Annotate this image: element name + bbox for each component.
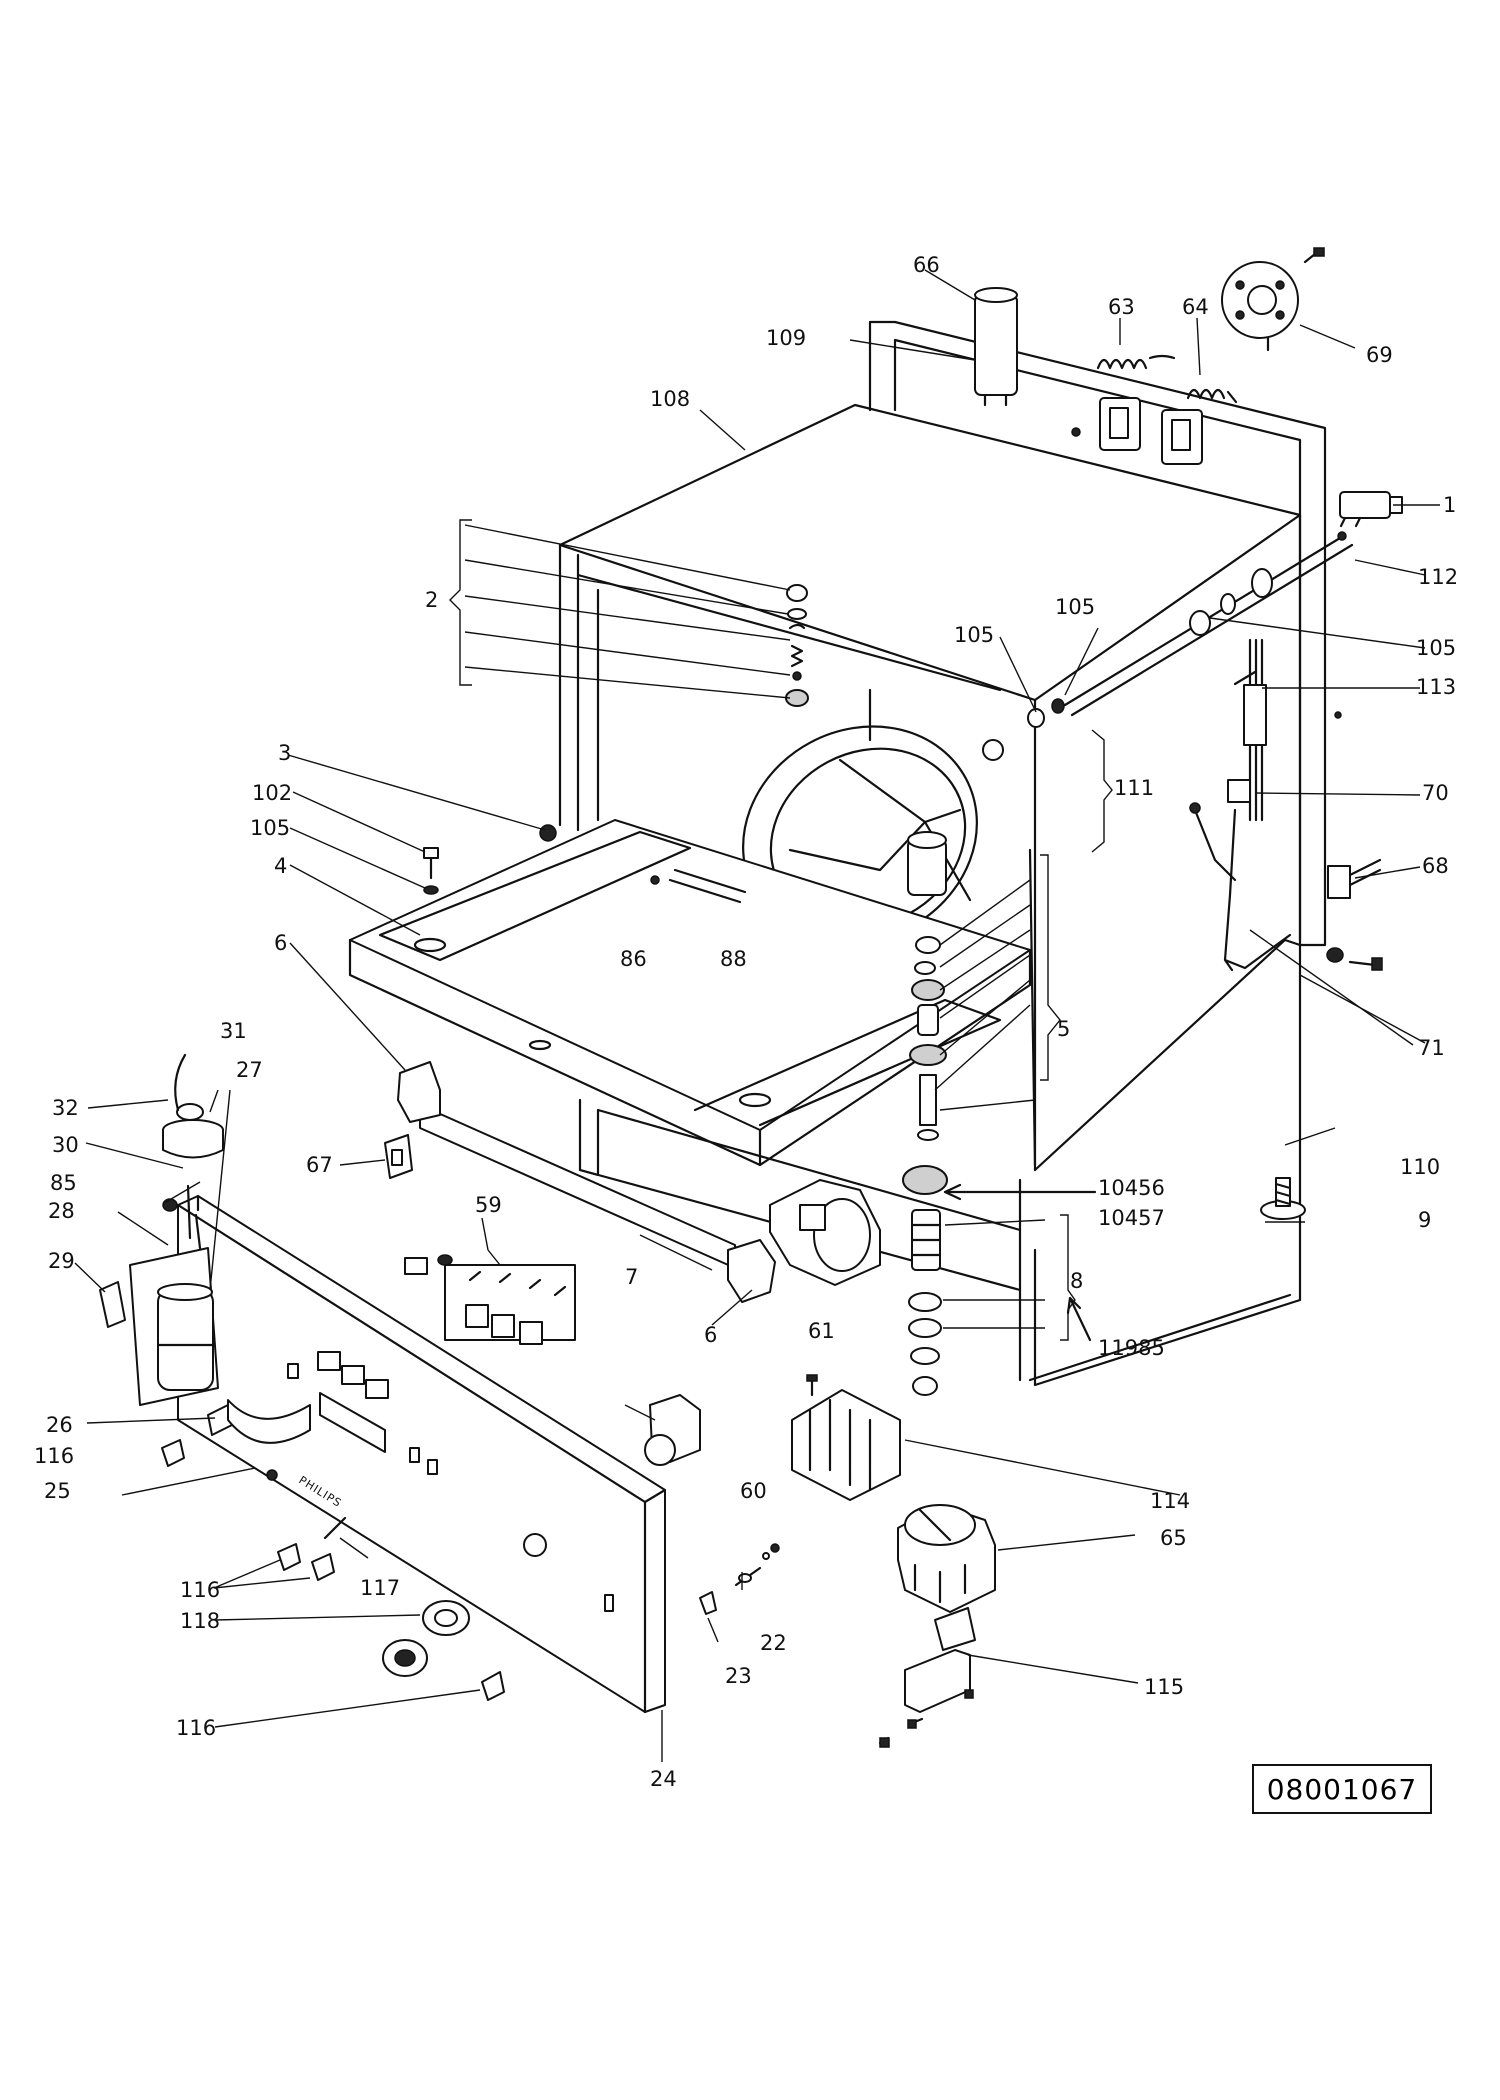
relay-block-59 bbox=[404, 1254, 576, 1345]
handle-bar-7 bbox=[397, 1061, 776, 1303]
label-10456: 10456 bbox=[1098, 1176, 1165, 1200]
label-105b: 105 bbox=[954, 623, 994, 647]
label-22: 22 bbox=[760, 1631, 787, 1655]
label-115: 115 bbox=[1144, 1675, 1184, 1699]
leader-lines bbox=[74, 269, 1440, 1762]
label-32: 32 bbox=[52, 1096, 79, 1120]
label-29: 29 bbox=[48, 1249, 75, 1273]
label-59: 59 bbox=[475, 1193, 502, 1217]
label-3: 3 bbox=[278, 741, 291, 765]
bracket-2 bbox=[449, 519, 472, 686]
label-31: 31 bbox=[220, 1019, 247, 1043]
bracket-115 bbox=[878, 1607, 976, 1748]
label-70: 70 bbox=[1422, 781, 1449, 805]
front-small-parts bbox=[161, 1399, 505, 1701]
label-1: 1 bbox=[1443, 493, 1456, 517]
label-112: 112 bbox=[1418, 565, 1458, 589]
label-6a: 6 bbox=[274, 931, 287, 955]
capacitor-66 bbox=[974, 287, 1018, 407]
label-65: 65 bbox=[1160, 1526, 1187, 1550]
drawing-reference-number: 08001067 bbox=[1252, 1764, 1432, 1814]
knob-118 bbox=[382, 1600, 470, 1677]
spring-63 bbox=[1096, 354, 1176, 370]
wiring-harness bbox=[1189, 638, 1383, 972]
label-9: 9 bbox=[1418, 1208, 1431, 1232]
label-116a: 116 bbox=[34, 1444, 74, 1468]
grommet-3 bbox=[539, 824, 557, 842]
arrow-10456 bbox=[943, 1183, 1097, 1201]
seal-stack-2 bbox=[785, 584, 809, 707]
label-105d: 105 bbox=[1416, 636, 1456, 660]
label-64: 64 bbox=[1182, 295, 1209, 319]
small-parts-22-23 bbox=[699, 1543, 780, 1615]
label-88: 88 bbox=[720, 947, 747, 971]
label-102: 102 bbox=[252, 781, 292, 805]
lower-tray bbox=[348, 819, 1032, 1167]
pump-parts-5 bbox=[909, 936, 947, 1141]
callout-labels: 1 2 3 4 5 6 6 7 8 9 22 23 24 25 26 27 28… bbox=[34, 253, 1458, 1791]
bracket-8 bbox=[1060, 1214, 1076, 1341]
label-8: 8 bbox=[1070, 1269, 1083, 1293]
screw-102 bbox=[423, 847, 439, 895]
rod-112 bbox=[1063, 531, 1354, 717]
arrow-11985 bbox=[1066, 1296, 1092, 1342]
label-66: 66 bbox=[913, 253, 940, 277]
programmer-65 bbox=[897, 1504, 996, 1613]
label-2: 2 bbox=[425, 588, 438, 612]
label-5: 5 bbox=[1057, 1017, 1070, 1041]
switches-63-64 bbox=[1071, 397, 1203, 465]
label-25: 25 bbox=[44, 1479, 71, 1503]
label-85: 85 bbox=[50, 1171, 77, 1195]
label-7: 7 bbox=[625, 1265, 638, 1289]
label-111: 111 bbox=[1114, 776, 1154, 800]
label-27: 27 bbox=[236, 1058, 263, 1082]
label-26: 26 bbox=[46, 1413, 73, 1437]
label-110: 110 bbox=[1400, 1155, 1440, 1179]
label-69: 69 bbox=[1366, 343, 1393, 367]
pump-parts-8 bbox=[902, 1165, 948, 1396]
item-67 bbox=[384, 1134, 413, 1179]
label-28: 28 bbox=[48, 1199, 75, 1223]
label-11985: 11985 bbox=[1098, 1336, 1165, 1360]
terminal-block-114 bbox=[791, 1374, 901, 1501]
timer-motor-69 bbox=[1221, 247, 1325, 352]
label-23: 23 bbox=[725, 1664, 752, 1688]
pushbutton-60 bbox=[644, 1394, 701, 1466]
label-4: 4 bbox=[274, 854, 287, 878]
label-60: 60 bbox=[740, 1479, 767, 1503]
label-71: 71 bbox=[1418, 1036, 1445, 1060]
foot-9 bbox=[1260, 1177, 1306, 1220]
label-105c: 105 bbox=[1055, 595, 1095, 619]
label-6b: 6 bbox=[704, 1323, 717, 1347]
label-68: 68 bbox=[1422, 854, 1449, 878]
label-116b: 116 bbox=[180, 1578, 220, 1602]
label-10457: 10457 bbox=[1098, 1206, 1165, 1230]
label-108: 108 bbox=[650, 387, 690, 411]
label-63: 63 bbox=[1108, 295, 1135, 319]
label-61: 61 bbox=[808, 1319, 835, 1343]
top-frame-109 bbox=[868, 320, 1327, 947]
bracket-5 bbox=[1040, 854, 1061, 1081]
bracket-111 bbox=[1091, 729, 1113, 853]
label-118: 118 bbox=[180, 1609, 220, 1633]
switch-1 bbox=[1339, 491, 1403, 528]
label-109: 109 bbox=[766, 326, 806, 350]
label-105a: 105 bbox=[250, 816, 290, 840]
control-board-61 bbox=[769, 1179, 881, 1286]
dosing-unit bbox=[99, 1213, 219, 1406]
label-113: 113 bbox=[1416, 675, 1456, 699]
label-67: 67 bbox=[306, 1153, 333, 1177]
label-24: 24 bbox=[650, 1767, 677, 1791]
washers-105 bbox=[982, 698, 1065, 761]
label-30: 30 bbox=[52, 1133, 79, 1157]
label-116c: 116 bbox=[176, 1716, 216, 1740]
label-117: 117 bbox=[360, 1576, 400, 1600]
label-114: 114 bbox=[1150, 1489, 1190, 1513]
spring-64 bbox=[1186, 388, 1238, 404]
label-86: 86 bbox=[620, 947, 647, 971]
